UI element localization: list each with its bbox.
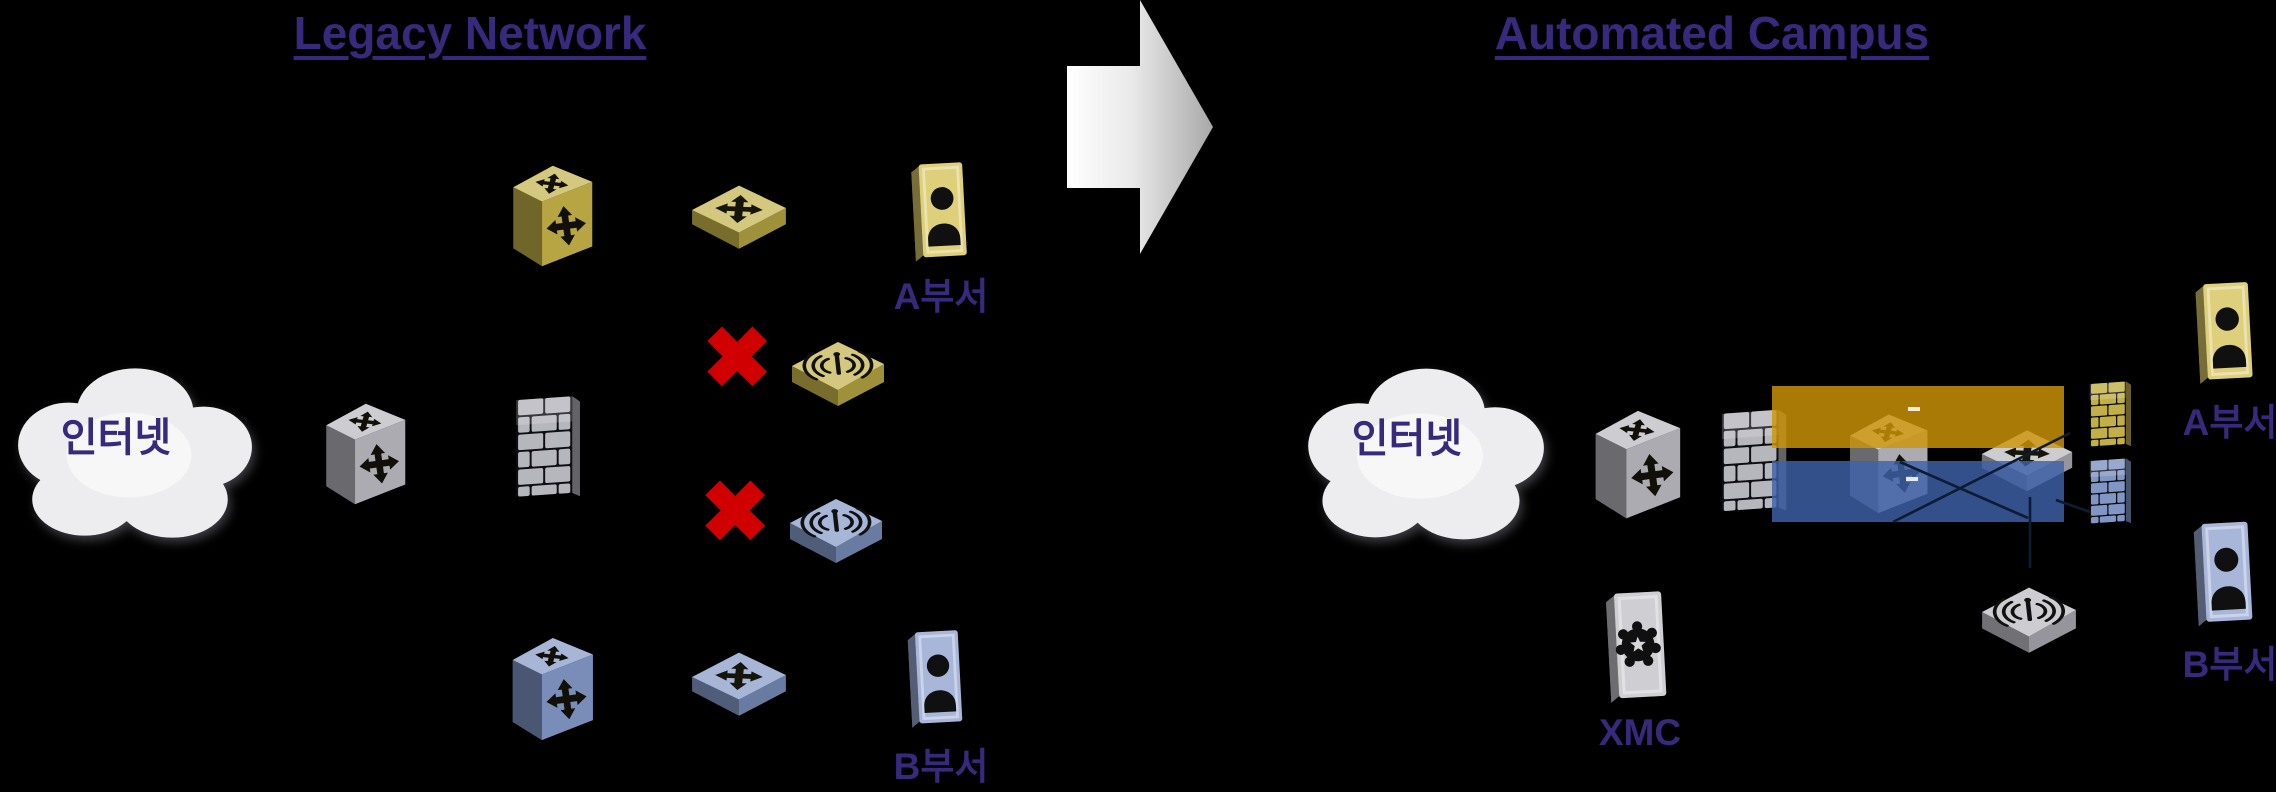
dept-b-label-right: B부서 [2182,644,2276,685]
access-point-a-icon [786,316,890,412]
switch-a-icon [686,164,792,252]
router-b-cube-icon [502,618,600,742]
user-b-card-icon-right [2184,514,2260,632]
automated-title: Automated Campus [1494,7,1930,59]
vlan-a-band [1772,386,2064,448]
router-a-cube-icon [502,146,600,268]
dept-b-label-left: B부서 [893,746,989,787]
user-b-card-icon-left [898,624,970,732]
core-router-icon-left [318,384,410,506]
core-router-icon-right [1588,386,1684,524]
internet-label-left: 인터넷 [60,416,172,460]
user-a-card-icon-right [2186,274,2260,390]
user-a-card-icon-left [900,156,976,266]
internet-cloud-left: 인터넷 [6,330,258,574]
blocked-x-icon-top: ✖ [702,311,773,405]
xmc-card-icon [1596,582,1674,708]
vrf-b-mark [1906,477,1918,481]
dept-a-label-left: A부서 [893,276,989,317]
internet-cloud-right: 인터넷 [1296,330,1550,576]
blocked-x-icon-bottom: ✖ [700,465,771,559]
transition-arrow-icon [1067,0,1213,254]
firewall-icon-left [508,388,590,502]
internet-label-right: 인터넷 [1351,417,1463,461]
access-point-b-icon [784,474,888,568]
switch-b-icon [686,630,792,720]
connection-lines [1892,431,2091,568]
vrf-a-mark [1908,407,1920,411]
legacy-title: Legacy Network [293,7,647,59]
dept-a-label-right: A부서 [2182,402,2276,443]
xmc-label: XMC [1598,712,1682,753]
